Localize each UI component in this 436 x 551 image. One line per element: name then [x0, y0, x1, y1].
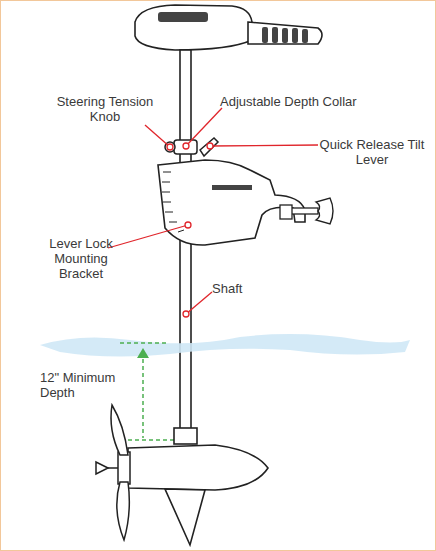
part-label: Adjustable Depth Collar	[220, 94, 400, 109]
part-label: Quick Release Tilt Lever	[316, 137, 428, 167]
part-label: Steering Tension Knob	[55, 94, 155, 124]
part-label: Shaft	[212, 281, 272, 296]
part-label: Lever Lock Mounting Bracket	[40, 236, 122, 281]
part-label: 12" Minimum Depth	[40, 370, 122, 400]
